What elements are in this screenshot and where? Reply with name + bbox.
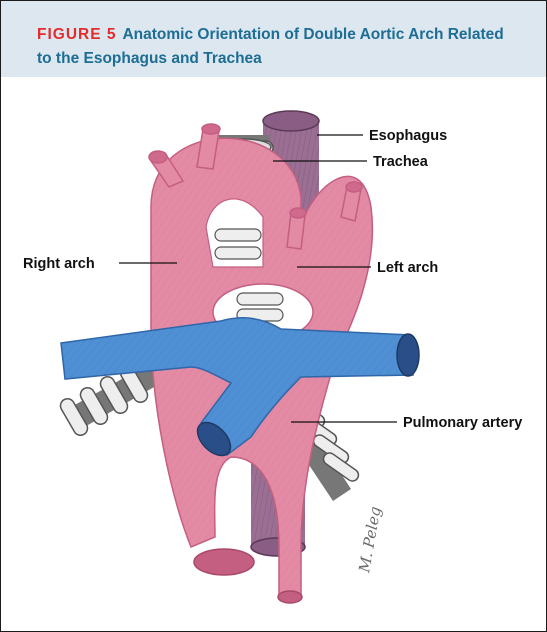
- right-descending-opening: [194, 549, 254, 575]
- label-left-arch: Left arch: [377, 260, 438, 276]
- label-pulmonary-artery: Pulmonary artery: [403, 415, 522, 431]
- figure-label: FIGURE 5: [37, 26, 116, 43]
- label-trachea: Trachea: [373, 154, 429, 170]
- label-right-arch: Right arch: [23, 256, 95, 272]
- double-aortic-arch-illustration: Esophagus Trachea Right arch Left arch P…: [1, 77, 546, 631]
- label-esophagus: Esophagus: [369, 128, 447, 144]
- artist-signature: M. Peleg: [355, 505, 384, 575]
- descending-aorta-opening: [278, 591, 302, 603]
